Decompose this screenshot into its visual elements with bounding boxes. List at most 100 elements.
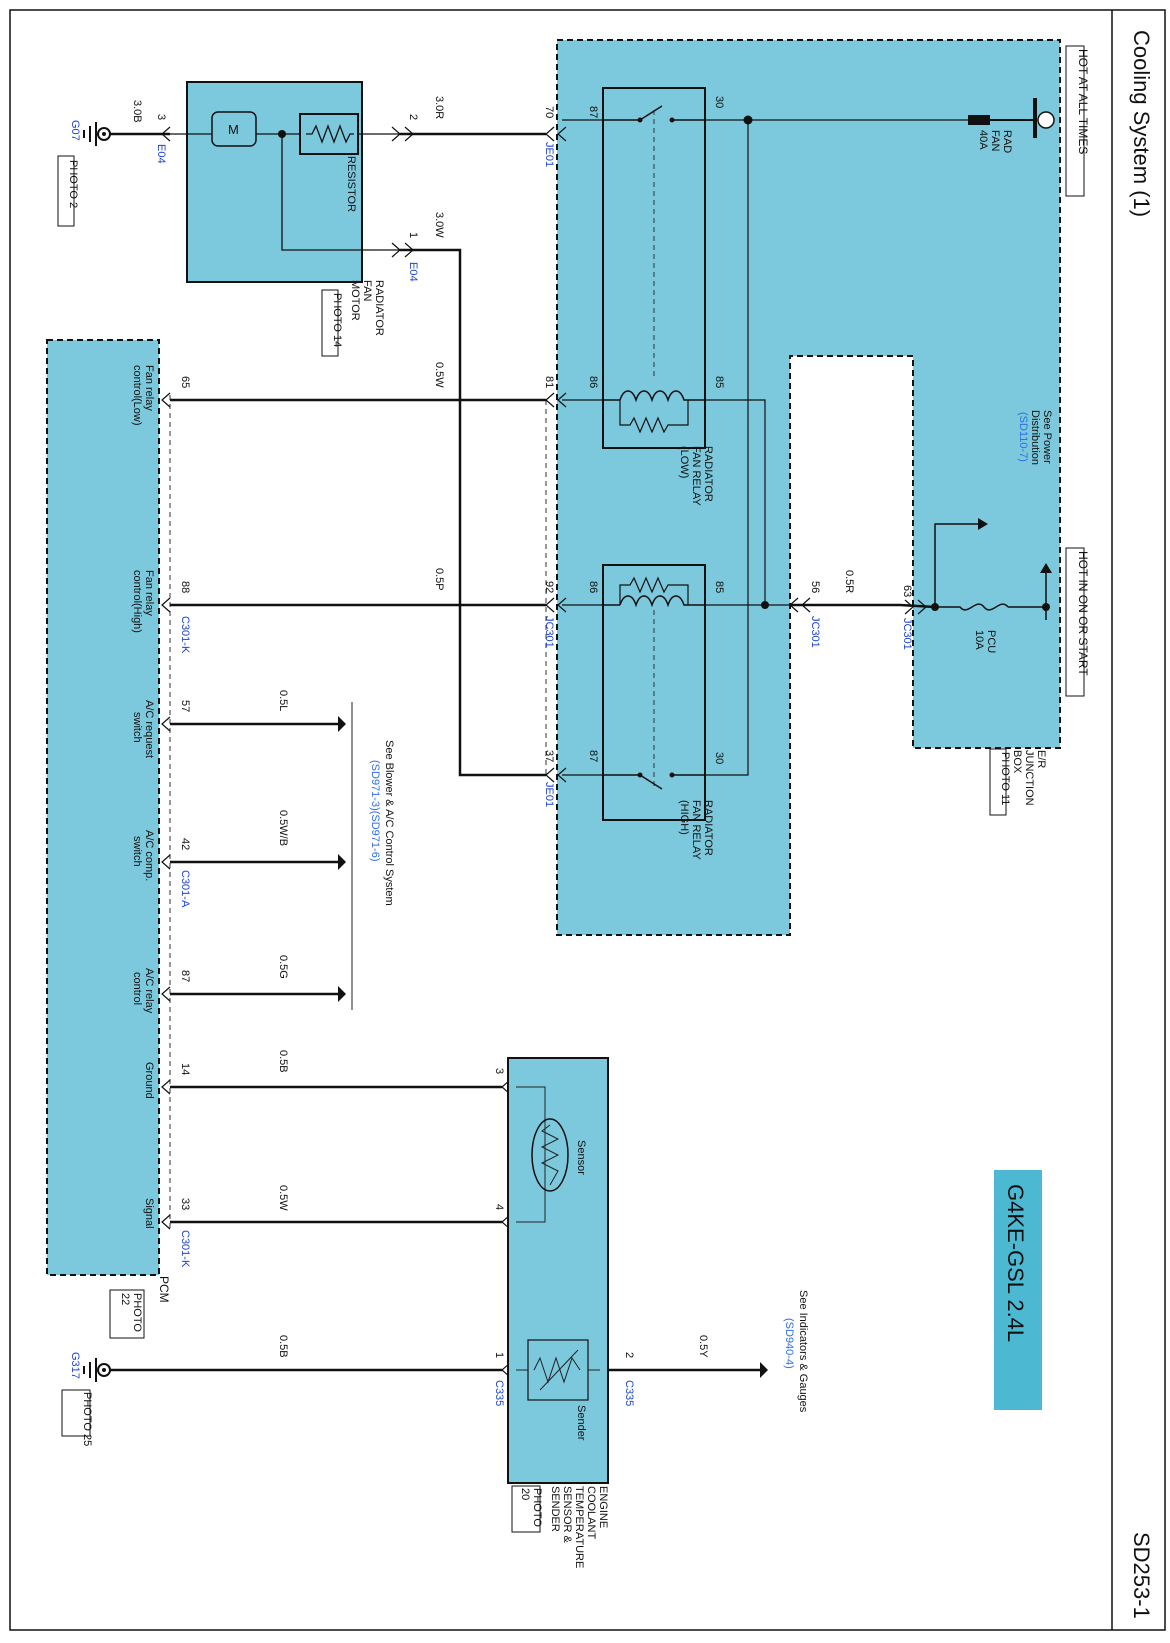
pcm-sig-ac-req-2: switch xyxy=(131,712,143,743)
wire-label-0.5R: 0.5R xyxy=(843,570,855,593)
pin-pcm-88: 88 xyxy=(179,581,191,593)
pin-e04-3: 3 xyxy=(155,114,167,120)
ect-label-1: ENGINE xyxy=(597,1486,609,1528)
relay-low-pin-30: 30 xyxy=(713,96,725,108)
page-code: SD253-1 xyxy=(1129,1532,1154,1619)
wire-label-0.5L: 0.5L xyxy=(277,690,289,711)
pcm-connector-icons xyxy=(161,392,171,1230)
fan-motor-photo[interactable]: PHOTO 14 xyxy=(331,293,343,347)
g07-photo-frame xyxy=(57,155,75,227)
junction-box-photo-frame xyxy=(989,748,1007,816)
ect-sender-thermistor-icon xyxy=(533,1356,581,1384)
fan-motor-housing xyxy=(211,111,257,147)
gauge-ref-arrow-icon xyxy=(760,1362,768,1378)
connector-je01-b: JE01 xyxy=(543,782,555,807)
relay-low-label-1: RADIATOR xyxy=(702,446,714,502)
pin-pcm-57: 57 xyxy=(179,700,191,712)
ac-req-arrow-icon xyxy=(338,716,346,732)
wire-3.0W xyxy=(400,248,546,777)
pin-ect-1: 1 xyxy=(493,1352,505,1358)
connector-je01-a: JE01 xyxy=(543,142,555,167)
wire-label-3.0R: 3.0R xyxy=(433,96,445,119)
connector-c301-a: C301-A xyxy=(179,870,191,908)
relay-low-contact-a xyxy=(637,117,643,123)
pcm-sig-ac-relay-1: A/C relay xyxy=(143,968,155,1014)
pcm-photo-2[interactable]: 22 xyxy=(119,1293,131,1305)
pin-pcm-42: 42 xyxy=(179,838,191,850)
ac-comp-arrow-icon xyxy=(338,854,346,870)
rad-fan-fuse-element xyxy=(968,115,990,125)
connector-e04-1-icon xyxy=(391,242,414,258)
relay-to-connectors xyxy=(562,119,603,776)
relay-high-body xyxy=(602,564,706,821)
pcm-photo-1[interactable]: PHOTO xyxy=(131,1293,143,1332)
ect-photo-2[interactable]: 20 xyxy=(519,1488,531,1500)
ect-label-2: COOLANT xyxy=(585,1486,597,1539)
g317-ground-bars xyxy=(83,1358,97,1382)
pin-jc301-56: 56 xyxy=(809,581,821,593)
pin-pcm-87: 87 xyxy=(179,970,191,982)
fan-motor-label-2: FAN xyxy=(361,280,373,301)
connector-je01-70-icon xyxy=(545,126,567,142)
pcm-sig-ac-relay-2: control xyxy=(131,972,143,1005)
radiator-fan-motor xyxy=(186,81,363,283)
pin-je01-37: 37 xyxy=(543,750,555,762)
relay-high-pin-87: 87 xyxy=(587,750,599,762)
connector-je-81-icon xyxy=(545,392,567,408)
pin-je01-70: 70 xyxy=(543,106,555,118)
junction-box-label-1: E/R xyxy=(1035,750,1047,768)
wire-label-0.5WB: 0.5W/B xyxy=(277,810,289,846)
relay-high-suppressor xyxy=(619,576,689,605)
g07-ground-dot xyxy=(102,132,106,136)
ect-label-5: SENDER xyxy=(549,1486,561,1532)
relay-high-coil xyxy=(619,595,688,608)
ign-supply-arrow-icon xyxy=(1040,563,1052,573)
connector-je01-37-icon xyxy=(545,767,567,783)
power-distribution-arrow-icon xyxy=(978,518,988,530)
relay-high-contact-b xyxy=(669,772,675,778)
rad-fan-fuse-label-2: FAN xyxy=(989,130,1001,151)
fan-motor-label-3: MOTOR xyxy=(349,280,361,321)
wire-label-0.5Y: 0.5Y xyxy=(697,1335,709,1358)
connector-jc301-a: JC301 xyxy=(543,616,555,648)
pin-e04-2: 2 xyxy=(407,114,419,120)
rad-fan-fuse-label-1: RAD xyxy=(1001,130,1013,153)
junction-box-photo[interactable]: PHOTO 11 xyxy=(999,752,1011,805)
pin-ect-4: 4 xyxy=(493,1204,505,1210)
page-frame xyxy=(9,9,1166,1631)
ect-sender-label: Sender xyxy=(575,1405,587,1441)
gauge-ref-link[interactable]: (SD940-4) xyxy=(783,1318,795,1369)
relay-85-splice xyxy=(761,601,769,609)
blower-ref-text: See Blower & A/C Control System xyxy=(383,740,395,906)
blower-ref-links[interactable]: (SD971-3)(SD971-6) xyxy=(369,760,381,861)
pcm-sig-ground: Ground xyxy=(143,1062,155,1099)
pcu-fuse-label-2: 10A xyxy=(973,630,985,650)
pcu-fuse-label-1: PCU xyxy=(985,630,997,653)
connector-c335-b: C335 xyxy=(623,1380,635,1406)
connector-e04-2-icon xyxy=(391,126,414,142)
g07-photo[interactable]: PHOTO 2 xyxy=(67,160,79,208)
wire-0.5R-pcu xyxy=(790,603,936,609)
ect-photo-1[interactable]: PHOTO xyxy=(531,1488,543,1527)
battery-supply-terminal xyxy=(1037,111,1055,129)
pcu-fuse-symbol xyxy=(935,603,1046,611)
pin-jc301-63: 63 xyxy=(901,585,913,597)
junction-box-label-2: JUNCTION xyxy=(1023,750,1035,806)
pcm-sig-ac-comp-1: A/C comp. xyxy=(143,830,155,881)
relay-low-label-3: (LOW) xyxy=(678,446,690,478)
g07-ground-bars xyxy=(83,122,97,146)
ect-photo-frame xyxy=(511,1485,541,1533)
pcm-sig-fan-high-1: Fan relay xyxy=(143,570,155,616)
pin-e04-1: 1 xyxy=(407,232,419,238)
ect-sensor-internal-wiring xyxy=(516,1086,546,1223)
g317-ground-name: G317 xyxy=(69,1352,81,1379)
g317-photo[interactable]: PHOTO 25 xyxy=(81,1392,93,1446)
power-ref-link[interactable]: (SD110-7) xyxy=(1017,412,1029,462)
pin-pcm-65: 65 xyxy=(179,376,191,388)
ect-sensor-sender xyxy=(507,1057,609,1484)
connector-jc301-b: JC301 xyxy=(809,616,821,648)
wire-label-0.5B-g317: 0.5B xyxy=(277,1335,289,1358)
wire-label-0.5P: 0.5P xyxy=(433,568,445,591)
ect-sender-variable-arrow-icon xyxy=(539,1349,579,1391)
